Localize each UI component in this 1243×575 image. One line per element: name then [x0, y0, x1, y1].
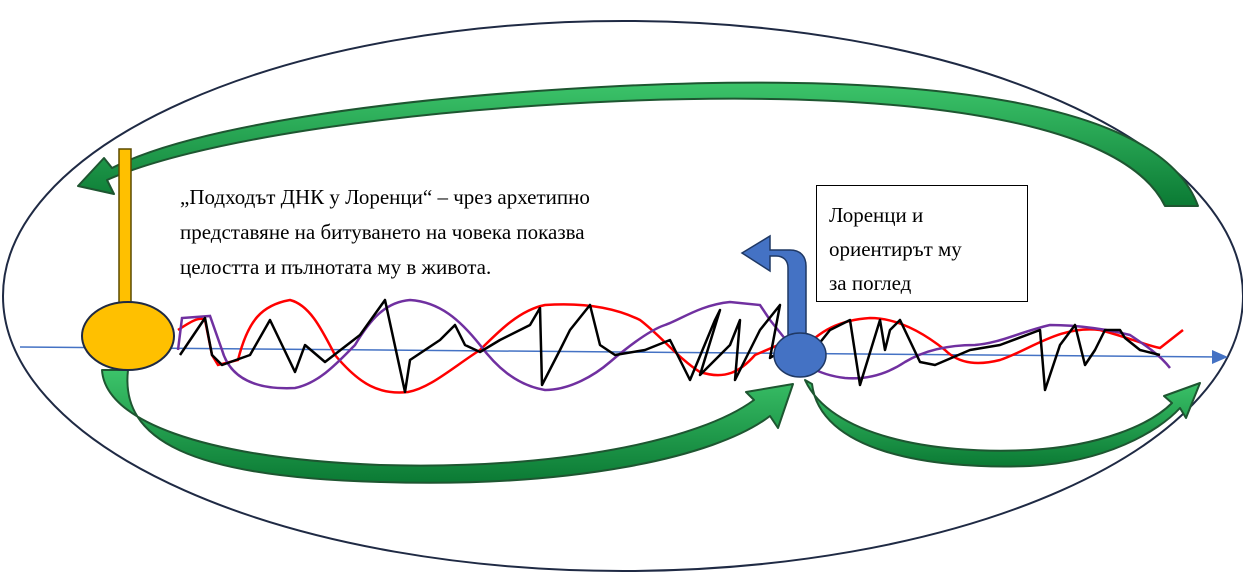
caption-line-2: представяне на битуването на човека пока… [180, 220, 585, 244]
caption-line-1: „Подходът ДНК у Лоренци“ – чрез архетипн… [180, 185, 590, 209]
bottom-left-green-arrow [101, 369, 794, 484]
time-axis-arrowhead [1212, 350, 1228, 364]
red-strand [177, 298, 1184, 394]
blue-bent-arrow [740, 234, 807, 346]
bottom-right-green-arrow [804, 379, 1201, 468]
box-line-3: за поглед [829, 271, 912, 295]
top-green-arrow [77, 81, 1199, 207]
black-zigzag [178, 298, 1161, 394]
purple-strand [176, 298, 1171, 392]
caption-line-3: целостта и пълнотата му в живота. [180, 255, 492, 279]
yellow-stem [118, 148, 132, 310]
yellow-node [81, 301, 175, 371]
blue-node [773, 332, 827, 378]
lorenzi-orientation-box: Лоренци и ориентирът му за поглед [816, 185, 1028, 302]
box-line-2: ориентирът му [829, 237, 962, 261]
box-line-1: Лоренци и [829, 203, 924, 227]
outer-ellipse [2, 20, 1243, 572]
approach-caption: „Подходът ДНК у Лоренци“ – чрез архетипн… [180, 180, 740, 285]
